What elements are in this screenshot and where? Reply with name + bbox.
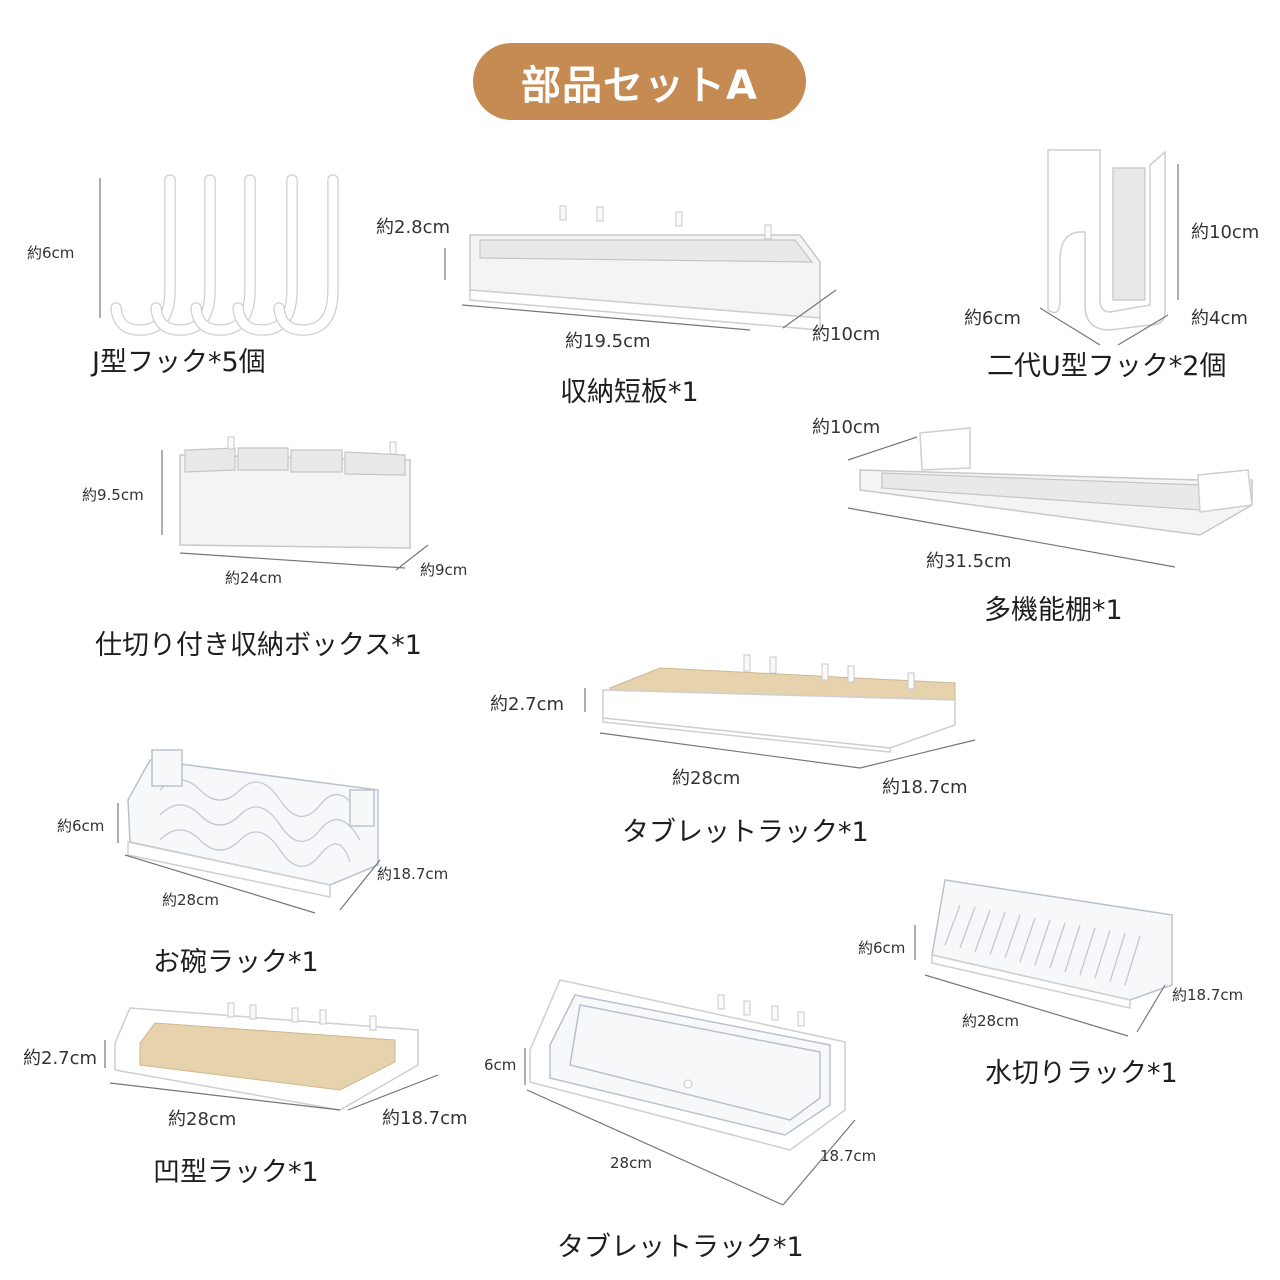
- j-hooks-image: [99, 174, 339, 336]
- bowl-rack-height-dim: 約6cm: [57, 817, 105, 835]
- u-hook-image: [1039, 149, 1179, 346]
- storage-board-label: 収納短板*1: [560, 377, 699, 408]
- concave-rack-width-dim: 約28cm: [168, 1109, 237, 1130]
- storage-box-height-dim: 約9.5cm: [82, 486, 144, 504]
- shelf-depth-dim: 約10cm: [812, 417, 881, 438]
- tablet-rack-wood-depth-dim: 約18.7cm: [882, 777, 968, 798]
- tablet-rack-clear-label: タブレットラック*1: [557, 1232, 804, 1263]
- drain-rack-width-dim: 約28cm: [962, 1012, 1019, 1030]
- drain-rack-label: 水切りラック*1: [985, 1058, 1178, 1089]
- concave-rack-depth-dim: 約18.7cm: [382, 1108, 468, 1129]
- multi-function-shelf-image: [847, 427, 1253, 568]
- u-hook-width-dim: 約6cm: [964, 308, 1021, 329]
- storage-board-height-dim: 約2.8cm: [376, 217, 451, 238]
- divided-storage-box-image: [161, 436, 429, 571]
- shelf-label: 多機能棚*1: [984, 595, 1123, 626]
- tablet-rack-wood-label: タブレットラック*1: [622, 817, 869, 848]
- concave-rack-label: 凹型ラック*1: [153, 1157, 319, 1188]
- bowl-rack-width-dim: 約28cm: [162, 891, 219, 909]
- u-hook-height-dim: 約10cm: [1191, 222, 1260, 243]
- tablet-rack-clear-depth-dim: 18.7cm: [820, 1147, 877, 1165]
- concave-rack-image: [104, 1002, 439, 1111]
- page-title: 部品セットA: [473, 43, 806, 120]
- drain-rack-depth-dim: 約18.7cm: [1172, 986, 1244, 1004]
- storage-box-label: 仕切り付き収納ボックス*1: [95, 630, 422, 661]
- drain-rack-image: [914, 879, 1173, 1037]
- storage-board-width-dim: 約19.5cm: [565, 331, 651, 352]
- bowl-rack-image: [117, 749, 381, 914]
- storage-board-depth-dim: 約10cm: [812, 324, 881, 345]
- tablet-rack-wood-width-dim: 約28cm: [672, 768, 741, 789]
- concave-rack-height-dim: 約2.7cm: [23, 1048, 98, 1069]
- short-storage-board-image: [444, 205, 837, 331]
- j-hook-label: J型フック*5個: [92, 347, 266, 378]
- tablet-rack-wood-height-dim: 約2.7cm: [490, 694, 565, 715]
- tablet-rack-wood-image: [584, 654, 976, 769]
- j-hook-height-dim: 約6cm: [27, 244, 75, 262]
- bowl-rack-depth-dim: 約18.7cm: [377, 865, 449, 883]
- u-hook-label: 二代U型フック*2個: [987, 351, 1227, 382]
- tablet-rack-clear-height-dim: 6cm: [484, 1056, 517, 1074]
- tablet-rack-clear-width-dim: 28cm: [610, 1154, 652, 1172]
- storage-box-width-dim: 約24cm: [225, 569, 282, 587]
- drain-rack-height-dim: 約6cm: [858, 939, 906, 957]
- u-hook-depth-dim: 約4cm: [1191, 308, 1248, 329]
- shelf-width-dim: 約31.5cm: [926, 551, 1012, 572]
- tablet-rack-clear-image: [524, 979, 856, 1206]
- storage-box-depth-dim: 約9cm: [420, 561, 468, 579]
- bowl-rack-label: お碗ラック*1: [153, 947, 319, 978]
